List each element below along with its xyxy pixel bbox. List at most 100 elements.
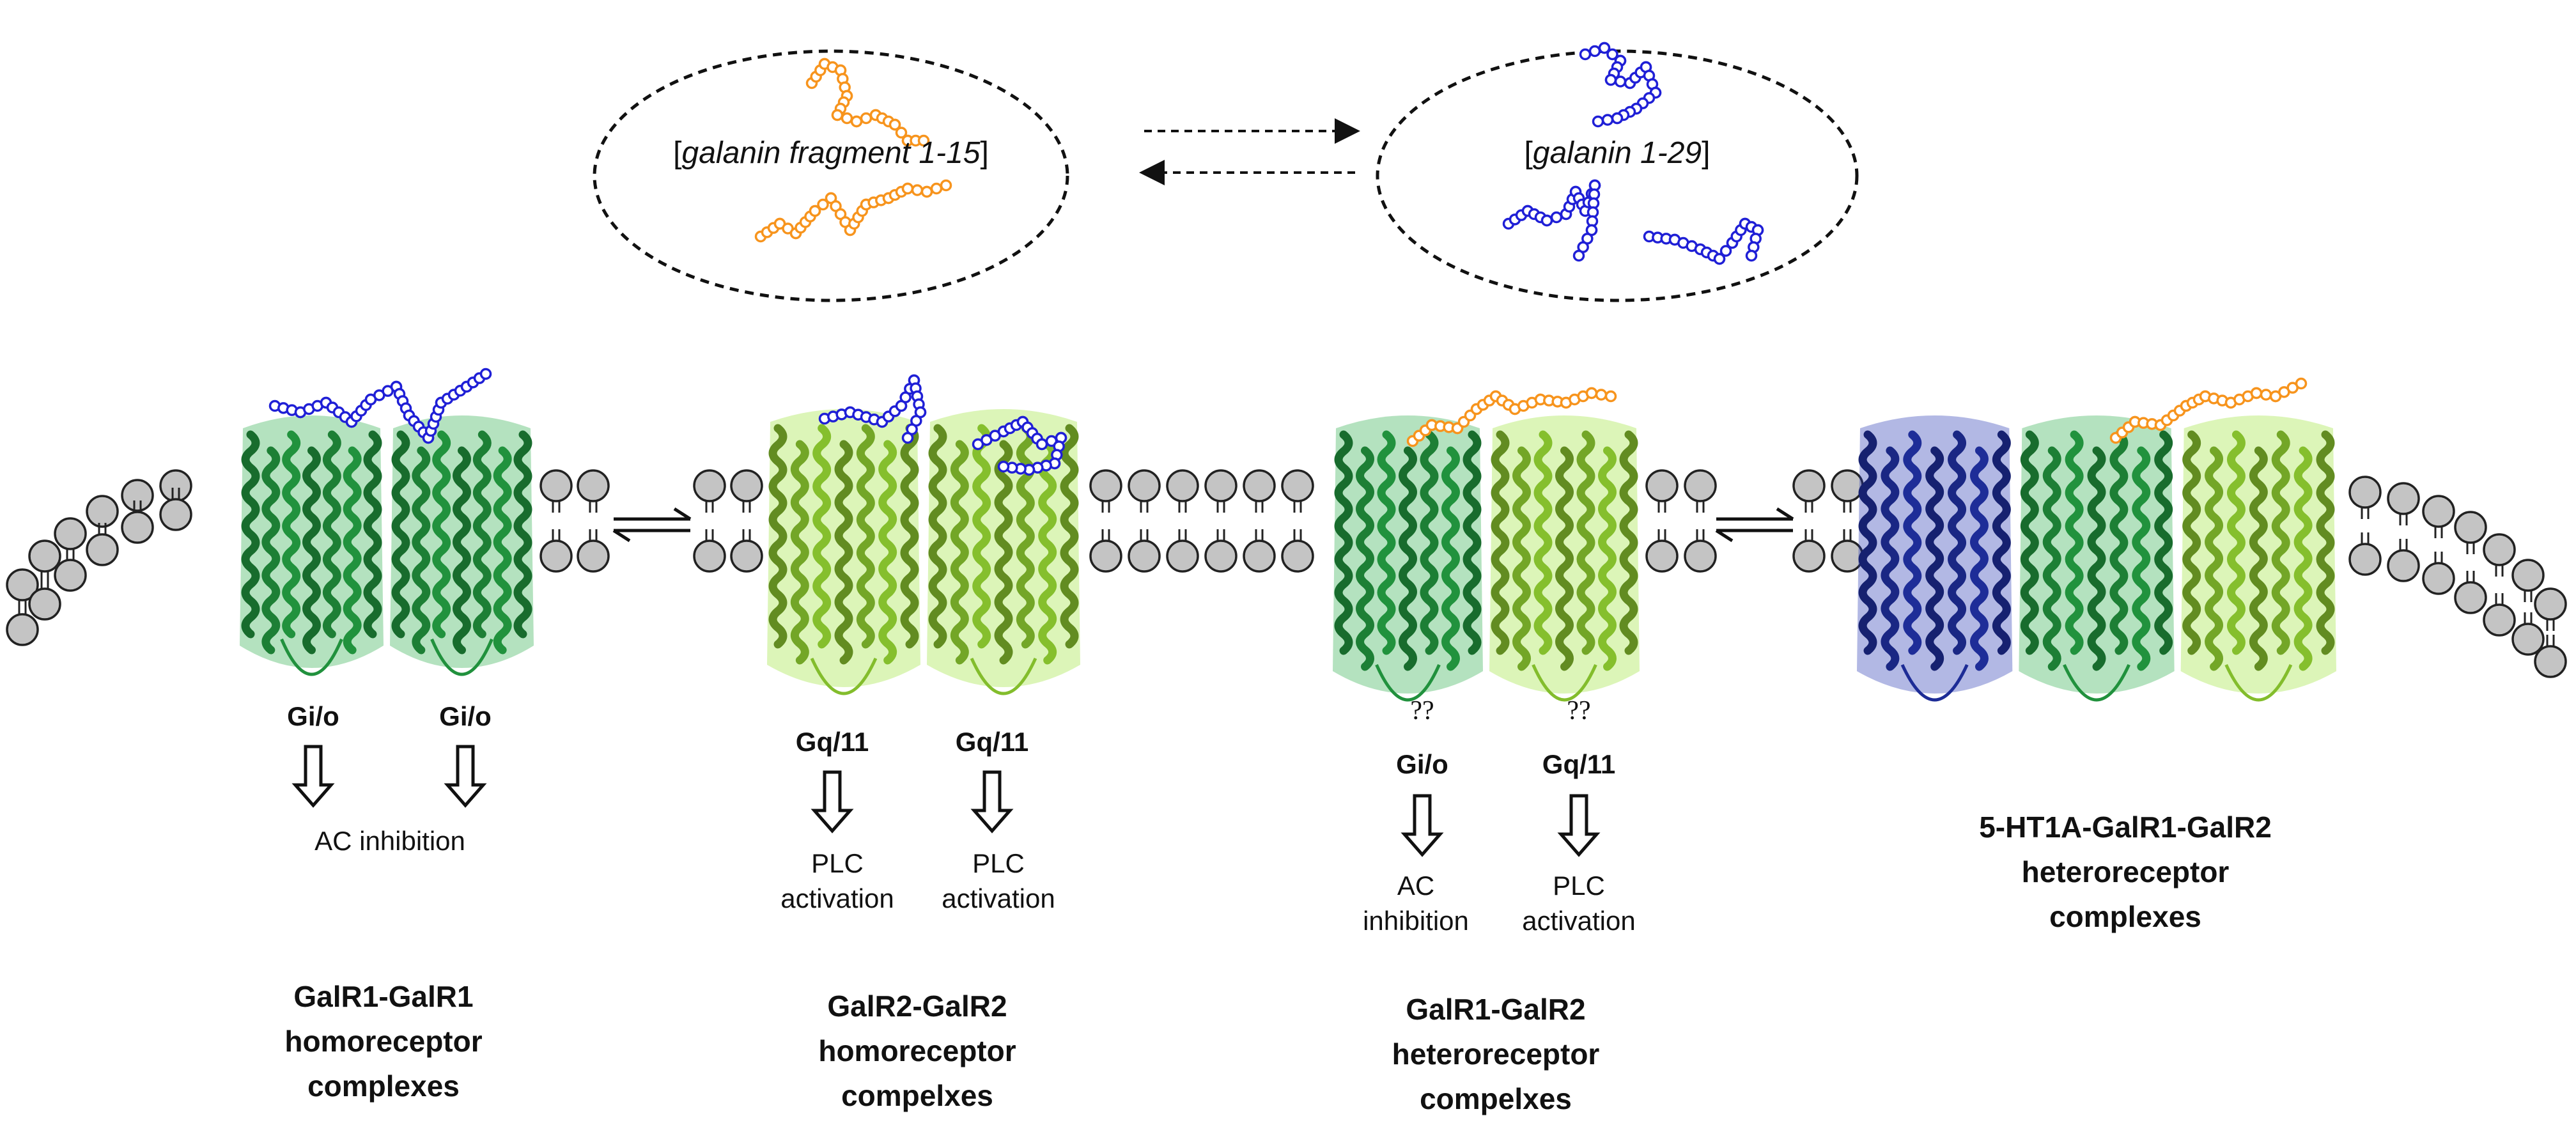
transmembrane-helix [1619,430,1638,655]
membrane-equilibrium-arrow [1715,507,1794,543]
pool-boundary-left [593,49,1069,302]
intracellular-loop [1532,663,1597,702]
transmembrane-helix [1441,446,1460,671]
complex-title-line: complexes [307,1069,460,1103]
ligand-atom [901,182,914,195]
complex-title-line: homoreceptor [818,1034,1016,1067]
uncertain-marker: ?? [1567,696,1590,725]
lipid-molecule [1166,469,1199,513]
transmembrane-helix [2042,446,2061,671]
signal-arrow [444,745,487,808]
lipid-molecule [2387,482,2420,525]
complex-title-galr1-galr1: GalR1-GalR1 homoreceptor complexes [284,980,482,1103]
uncertain-marker: ?? [1410,696,1434,725]
transmembrane-helix [1925,446,1944,671]
transmembrane-helix [343,446,362,655]
g-protein-label: Gq/11 [956,727,1028,757]
ligand-atom [940,179,952,192]
ligand-pool-fragment: [galanin fragment 1-15] [593,49,1069,302]
transmembrane-helix [282,430,301,639]
galanin-full-molecule [1502,179,1601,262]
ligand-atom [920,185,933,198]
lipid-molecule [577,469,610,513]
complex-title-line: GalR1-GalR1 [293,980,473,1013]
transmembrane-helix [1903,430,1922,655]
ligand-atom [1550,211,1563,224]
receptor-galr1-galr2 [1333,415,1640,702]
transmembrane-helix [812,424,832,649]
lipid-molecule [86,495,119,538]
lipid-molecule [86,523,119,566]
ligand-atom [930,182,943,195]
transmembrane-helix [472,430,492,639]
intracellular-loop [970,657,1037,695]
lipid-molecule [2422,552,2455,595]
complex-title-line: heteroreceptor [2022,855,2230,888]
receptor-galr1-galr1 [240,415,534,676]
lipid-molecule [1831,469,1864,513]
lipid-molecule [1831,529,1864,573]
transmembrane-helix [1598,446,1617,671]
lipid-molecule [539,529,573,573]
transmembrane-helix [302,446,321,655]
lipid-molecule [1128,529,1161,573]
intracellular-loop [1900,663,1969,702]
ligand-atom [1745,249,1758,262]
ligand-label-full: [galanin 1-29] [1525,136,1711,170]
ligand-atom [2295,377,2308,390]
intracellular-loop [2063,663,2130,702]
ligand-atom [1598,42,1611,54]
lipid-molecule [28,577,61,621]
lipid-molecule [730,529,763,573]
ligand-atom [1595,389,1608,401]
ligand-atom [1606,48,1618,61]
transmembrane-helix [1881,446,1900,671]
transmembrane-helix [928,424,947,649]
transmembrane-helix [1992,430,2011,655]
ligand-atom [888,118,901,131]
lipid-molecule [1645,529,1679,573]
transmembrane-helix [1491,430,1510,655]
effect-label: activation [780,883,894,913]
receptor-5ht1a-galr1-galr2 [1857,415,2336,702]
ligand-atom [1585,387,1598,399]
lipid-molecule [2534,587,2567,631]
complex-title-line: compelxes [1420,1082,1572,1115]
lipid-molecule [2454,571,2487,614]
effect-label: inhibition [1363,906,1469,936]
ligand-atom [1601,114,1614,126]
ligand-label-fragment: [galanin fragment 1-15] [673,136,989,170]
galanin-fragment-molecule [805,58,930,147]
lipid-molecule [2511,559,2545,602]
bound-galanin-full [268,368,492,444]
transmembrane-helix [1512,446,1531,671]
g-protein-label: Gi/o [1396,749,1448,779]
lipid-molecule [1684,529,1717,573]
transmembrane-helix [1060,424,1079,649]
transmembrane-helix [2065,430,2084,655]
transmembrane-helix [261,446,281,655]
signal-arrow [1557,794,1601,857]
transmembrane-helix [1463,430,1482,655]
transmembrane-helix [768,424,788,649]
transmembrane-helix [1858,430,1877,655]
membrane-equilibrium-arrow [612,507,692,543]
lipid-molecule [1645,469,1679,513]
effect-label: PLC [811,848,864,878]
ligand-atom [1592,115,1604,128]
transmembrane-helix [363,430,382,639]
lipid-molecule [1792,529,1826,573]
signal-arrow [291,745,335,808]
ligand-atom [895,127,908,139]
lipid-molecule [1128,469,1161,513]
ligand-atom [1604,74,1617,86]
lipid-molecule [54,517,87,561]
transmembrane-helix [1533,430,1553,655]
ligand-atom [1719,245,1732,257]
g-protein-label: Gi/o [287,701,339,731]
signal-arrow [970,770,1014,833]
lipid-molecule [6,603,39,646]
ligand-atom [1579,48,1592,61]
ligand-atom [911,184,924,196]
signal-galr1-galr2: ?? ?? Gi/o Gq/11 AC inhibition PLC activ… [1363,696,1636,936]
